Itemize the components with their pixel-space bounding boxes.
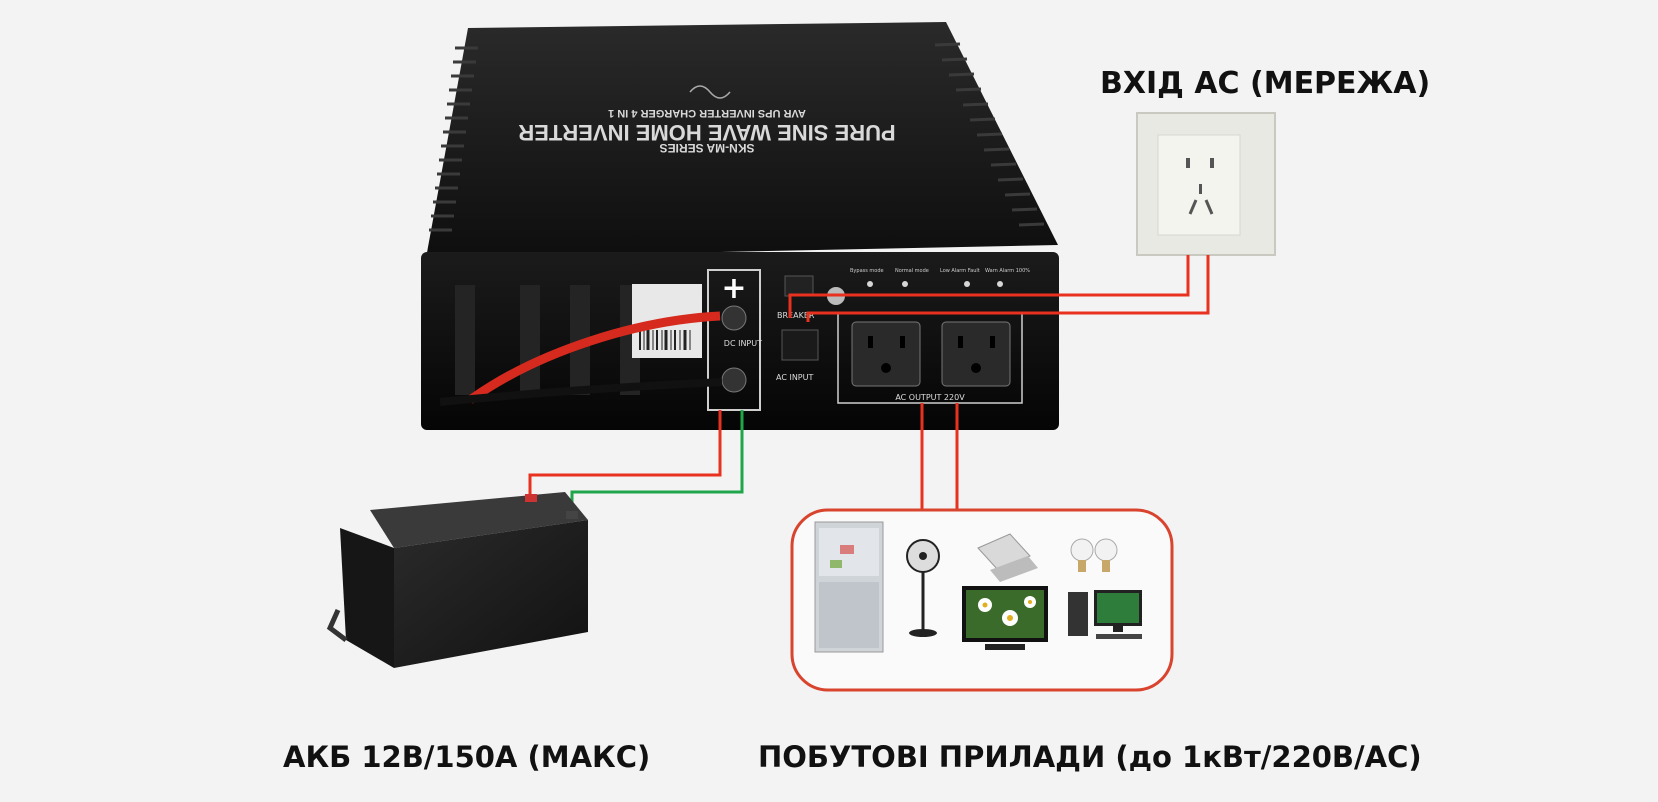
inverter-top bbox=[426, 22, 1058, 258]
battery-positive-post-icon bbox=[525, 494, 537, 502]
led-icon bbox=[964, 281, 970, 287]
battery-top bbox=[370, 492, 588, 548]
dc-cable-red bbox=[467, 311, 721, 404]
battery-front bbox=[394, 520, 588, 668]
plus-sign: + bbox=[721, 271, 746, 306]
inverter-top-lettering: SKN-MA SERIES PURE SINE WAVE HOME INVERT… bbox=[518, 107, 895, 155]
indicator-label: Normal mode bbox=[895, 268, 929, 274]
breaker-text: BREAKER bbox=[777, 311, 815, 320]
dc-terminal-frame bbox=[707, 269, 761, 411]
fan-icon bbox=[906, 539, 940, 637]
ac-mains-wire-1 bbox=[788, 255, 1190, 318]
dc-positive-terminal bbox=[721, 305, 747, 331]
brand-logo-icon bbox=[689, 85, 731, 99]
output-socket-2 bbox=[941, 321, 1011, 387]
barcode-icon bbox=[639, 330, 691, 350]
indicator-label: Low Alarm Fault bbox=[940, 268, 980, 274]
dc-cable-black bbox=[439, 378, 723, 406]
series-text: SKN-MA SERIES bbox=[660, 141, 755, 155]
battery-positive-wire bbox=[528, 410, 722, 498]
inverter-subtitle-text: AVR UPS INVERTER CHARGER 4 IN 1 bbox=[608, 107, 806, 119]
battery-negative-post-icon bbox=[566, 511, 578, 519]
led-icon bbox=[902, 281, 908, 287]
laptop-icon bbox=[977, 533, 1038, 582]
vents-right bbox=[934, 42, 1045, 227]
battery-side bbox=[340, 528, 394, 668]
wires bbox=[528, 255, 1210, 515]
outlet-slot-icon bbox=[1210, 158, 1214, 168]
ac-output-text: AC OUTPUT 220V bbox=[895, 393, 965, 402]
led-icon bbox=[867, 281, 873, 287]
outlet-slot-icon bbox=[1199, 184, 1202, 194]
output-socket-1 bbox=[851, 321, 921, 387]
led-icon bbox=[997, 281, 1003, 287]
light-bulbs-icon bbox=[1070, 538, 1118, 572]
fridge-icon bbox=[814, 521, 884, 653]
desktop-computer-icon bbox=[1068, 590, 1142, 639]
breaker-switch bbox=[784, 275, 814, 297]
dc-negative-terminal bbox=[721, 367, 747, 393]
indicator-panel: Bypass mode Normal mode Low Alarm Fault … bbox=[850, 268, 1030, 287]
outlet-slot-icon bbox=[1186, 158, 1190, 168]
ac-input-socket bbox=[781, 329, 819, 361]
battery-label: АКБ 12В/150А (МАКС) bbox=[283, 740, 651, 774]
battery-handle-icon bbox=[326, 608, 348, 642]
tv-icon bbox=[962, 586, 1048, 650]
outlet-slot-icon bbox=[1204, 199, 1214, 215]
battery bbox=[326, 492, 588, 668]
dc-input-text: DC INPUT bbox=[724, 339, 762, 348]
outlet-slot-icon bbox=[1188, 199, 1198, 215]
ac-input-text: AC INPUT bbox=[776, 373, 813, 382]
indicator-label: Warn Alarm 100% bbox=[985, 268, 1030, 274]
wall-outlet bbox=[1136, 112, 1276, 256]
ac-mains-wire-2 bbox=[806, 255, 1210, 322]
inverter-title-text: PURE SINE WAVE HOME INVERTER bbox=[518, 120, 895, 145]
vents-left bbox=[429, 46, 478, 232]
indicator-label: Bypass mode bbox=[850, 268, 884, 274]
appliances-label: ПОБУТОВІ ПРИЛАДИ (до 1кВт/220В/АС) bbox=[758, 740, 1422, 774]
ac-input-label: ВХІД АС (МЕРЕЖА) bbox=[1100, 66, 1431, 101]
